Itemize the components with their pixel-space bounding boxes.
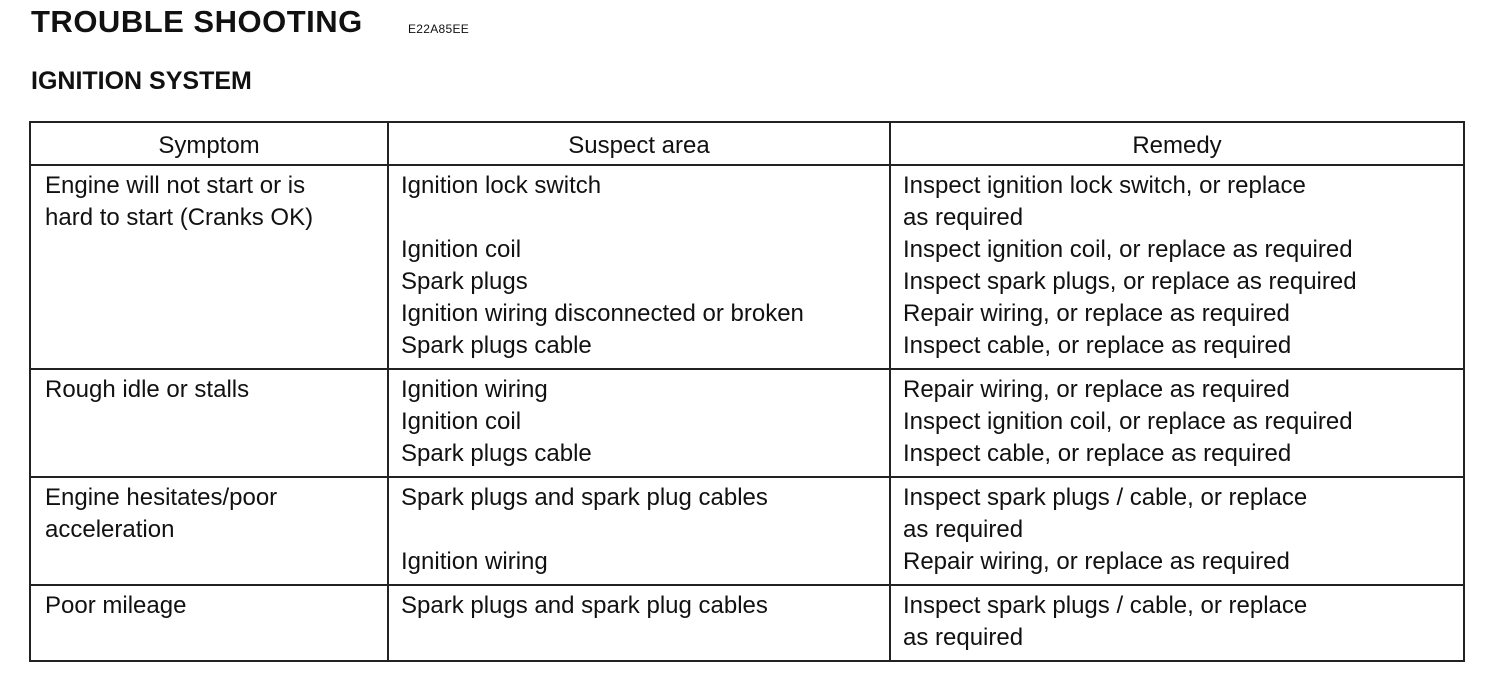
table-header: Symptom Suspect area Remedy xyxy=(29,121,1465,166)
symptom-cell: Poor mileage xyxy=(29,584,389,662)
remedy-line: Repair wiring, or replace as required xyxy=(903,548,1290,575)
remedy-line: Inspect spark plugs / cable, or replace xyxy=(903,592,1308,619)
remedy-line: Inspect ignition lock switch, or replace xyxy=(903,172,1306,199)
remedy-line: Inspect cable, or replace as required xyxy=(903,440,1292,467)
suspect-area-cell: Spark plugs and spark plug cables xyxy=(387,584,891,662)
remedy-line: Inspect spark plugs / cable, or replace xyxy=(903,484,1308,511)
symptom-cell: Rough idle or stalls xyxy=(29,368,389,478)
symptom-line: hard to start (Cranks OK) xyxy=(45,204,314,231)
remedy-cell: Inspect spark plugs / cable, or replace a… xyxy=(889,584,1465,662)
column-header-suspect-area: Suspect area xyxy=(387,121,891,166)
symptom-line: Engine hesitates/poor xyxy=(45,484,278,511)
header-row: Symptom Suspect area Remedy xyxy=(29,121,1465,166)
troubleshooting-table: Symptom Suspect area Remedy Engine will … xyxy=(29,121,1465,662)
suspect-area-line: Spark plugs xyxy=(401,268,528,295)
remedy-line: Repair wiring, or replace as required xyxy=(903,376,1290,403)
page-title: TROUBLE SHOOTING xyxy=(31,4,363,39)
remedy-line: as required xyxy=(903,624,1024,651)
section-title: IGNITION SYSTEM xyxy=(31,67,252,95)
column-header-remedy: Remedy xyxy=(889,121,1465,166)
symptom-line: Rough idle or stalls xyxy=(45,376,250,403)
table-row: Engine hesitates/poor acceleration Spark p… xyxy=(29,476,1465,586)
symptom-line: Engine will not start or is xyxy=(45,172,306,199)
column-header-symptom: Symptom xyxy=(29,121,389,166)
suspect-area-line: Ignition lock switch xyxy=(401,172,602,199)
blank-line xyxy=(401,202,879,234)
symptom-cell: Engine will not start or is hard to start… xyxy=(29,164,389,370)
suspect-area-line: Spark plugs cable xyxy=(401,332,592,359)
suspect-area-line: Ignition wiring xyxy=(401,376,548,403)
document-code: E22A85EE xyxy=(408,22,470,36)
suspect-area-line: Ignition coil xyxy=(401,408,522,435)
remedy-cell: Inspect spark plugs / cable, or replace a… xyxy=(889,476,1465,586)
remedy-cell: Inspect ignition lock switch, or replace… xyxy=(889,164,1465,370)
remedy-line: Inspect ignition coil, or replace as req… xyxy=(903,408,1353,435)
remedy-line: Repair wiring, or replace as required xyxy=(903,300,1290,327)
symptom-line: Poor mileage xyxy=(45,592,187,619)
remedy-line: Inspect ignition coil, or replace as req… xyxy=(903,236,1353,263)
table-row: Engine will not start or is hard to start… xyxy=(29,164,1465,370)
remedy-line: as required xyxy=(903,516,1024,543)
symptom-line: acceleration xyxy=(45,516,175,543)
blank-line xyxy=(401,514,879,546)
remedy-line: Inspect spark plugs, or replace as requi… xyxy=(903,268,1357,295)
suspect-area-line: Ignition wiring disconnected or broken xyxy=(401,300,804,327)
table-row: Poor mileage Spark plugs and spark plug c… xyxy=(29,584,1465,662)
suspect-area-line: Spark plugs and spark plug cables xyxy=(401,484,768,511)
suspect-area-line: Ignition coil xyxy=(401,236,522,263)
suspect-area-line: Spark plugs and spark plug cables xyxy=(401,592,768,619)
remedy-line: as required xyxy=(903,204,1024,231)
table-body: Engine will not start or is hard to start… xyxy=(29,164,1465,662)
suspect-area-line: Spark plugs cable xyxy=(401,440,592,467)
symptom-cell: Engine hesitates/poor acceleration xyxy=(29,476,389,586)
suspect-area-line: Ignition wiring xyxy=(401,548,548,575)
remedy-line: Inspect cable, or replace as required xyxy=(903,332,1292,359)
